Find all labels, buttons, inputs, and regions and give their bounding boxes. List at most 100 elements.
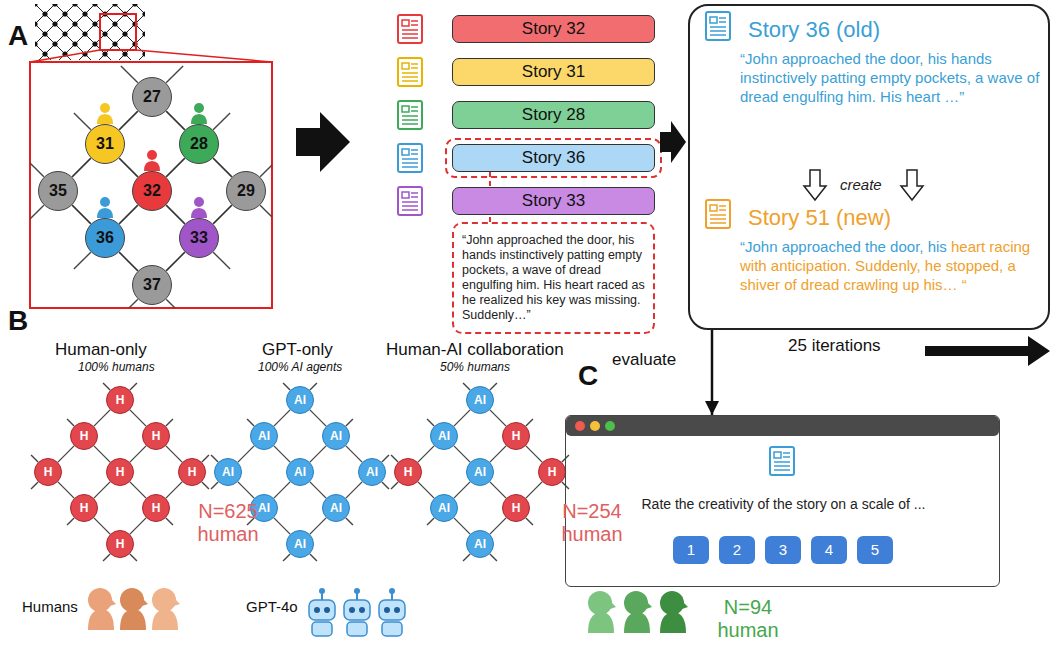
node-text: Rate the creativity of the story on a sc… (641, 496, 925, 512)
annotation-label: GPT-4o (246, 598, 298, 615)
window-dot (590, 421, 600, 431)
node-text: AI (258, 501, 270, 515)
lattice-stub (166, 518, 173, 525)
lattice-stub (213, 113, 230, 130)
annotation-label: 100% AI agents (258, 361, 342, 375)
lattice-stub (103, 383, 110, 390)
lattice-dot (122, 51, 127, 56)
lattice-stub (526, 518, 533, 525)
ai-agent-circle: AI (358, 458, 386, 486)
node-text: 28 (190, 134, 208, 153)
document-icon (706, 200, 730, 228)
panel-letter: B (8, 305, 28, 337)
ai-agent-circle: AI (430, 422, 458, 450)
human-face-icon (152, 588, 180, 630)
document-icon (398, 187, 422, 215)
node-text: “John approached the door, his (740, 238, 947, 255)
connector-line (119, 252, 138, 271)
story-bar: Story 28 (452, 101, 655, 129)
connector-line (72, 205, 91, 224)
human-agent-circle: H (106, 386, 134, 414)
lattice-stub (260, 205, 272, 222)
human-agent-circle: H (178, 458, 206, 486)
connector-line (130, 446, 146, 462)
edge-label: evaluate (612, 350, 676, 370)
lattice-line (35, 4, 115, 60)
lattice-stub (166, 419, 173, 426)
lattice-stub (30, 160, 44, 177)
human-agent-circle: H (106, 530, 134, 558)
lattice-dot (35, 21, 38, 26)
story-update-panel: Story 36 (old) “John approached the door,… (688, 4, 1050, 330)
lattice-line (75, 4, 145, 60)
node-text: Story 51 (new) (748, 205, 891, 230)
document-icon (398, 58, 422, 86)
flow-arrow (296, 112, 350, 172)
node-text: H (548, 465, 557, 479)
node-text: 35 (49, 181, 67, 200)
lattice-stub (166, 66, 183, 83)
lattice-stub (283, 554, 290, 561)
connector-line (238, 446, 254, 462)
node-text: H (116, 393, 125, 407)
rating-window: Rate the creativity of the story on a sc… (565, 415, 1000, 587)
node-text: Story 36 (old) (748, 17, 880, 42)
node-text: AI (258, 429, 270, 443)
lattice-dot (72, 21, 77, 26)
lattice-stub (74, 252, 91, 269)
lattice-stub (213, 252, 230, 269)
lattice-stub (260, 160, 272, 177)
agent-circle: 37 (132, 265, 172, 305)
lattice-line (75, 4, 145, 60)
lattice-dot (42, 51, 47, 56)
connector-line (274, 482, 290, 498)
lattice-stub (31, 455, 38, 462)
agent-circle: 28 (179, 124, 219, 164)
lattice-stub (31, 482, 38, 489)
connector-line (166, 205, 185, 224)
connector-line (58, 446, 74, 462)
window-dot (575, 421, 585, 431)
connector-line (119, 158, 138, 177)
node-text: AI (294, 393, 306, 407)
lattice-dot (142, 11, 145, 16)
lattice-stub (346, 419, 353, 426)
lattice-dot (72, 4, 77, 7)
node-text: H (116, 465, 125, 479)
connector-line (526, 482, 542, 498)
node-text: AI (474, 537, 486, 551)
lattice-line (35, 4, 95, 60)
agent-circle: 35 (38, 171, 78, 211)
human-face-icon (588, 591, 616, 633)
rating-button: 1 (673, 536, 709, 564)
node-text: Story 36 (522, 148, 585, 168)
human-agent-circle: H (70, 422, 98, 450)
lattice-stub (346, 518, 353, 525)
highlight-frame (446, 139, 661, 177)
ai-agent-circle: AI (286, 386, 314, 414)
connector-line (346, 446, 362, 462)
agent-circle: 32 (132, 171, 172, 211)
story-bar: Story 31 (452, 58, 655, 86)
lattice-dot (42, 11, 47, 16)
node-text: AI (438, 429, 450, 443)
node-text: H (80, 501, 89, 515)
ai-agent-circle: AI (214, 458, 242, 486)
lattice-line (35, 4, 75, 60)
story-bar: Story 33 (452, 187, 655, 215)
connector-line (58, 482, 74, 498)
person-icon (97, 103, 113, 124)
node-text: Story 33 (522, 191, 585, 211)
rating-button: 2 (719, 536, 755, 564)
connector-line (166, 111, 185, 130)
lattice-line (35, 4, 75, 60)
zoom-leader (30, 50, 100, 62)
zoom-region (100, 14, 136, 50)
lattice-line (35, 4, 95, 60)
connector-line (166, 252, 185, 271)
node-text: Story 31 (522, 62, 585, 82)
human-face-icon (660, 591, 688, 633)
connector-line (454, 482, 470, 498)
node-text: 5 (871, 541, 879, 559)
